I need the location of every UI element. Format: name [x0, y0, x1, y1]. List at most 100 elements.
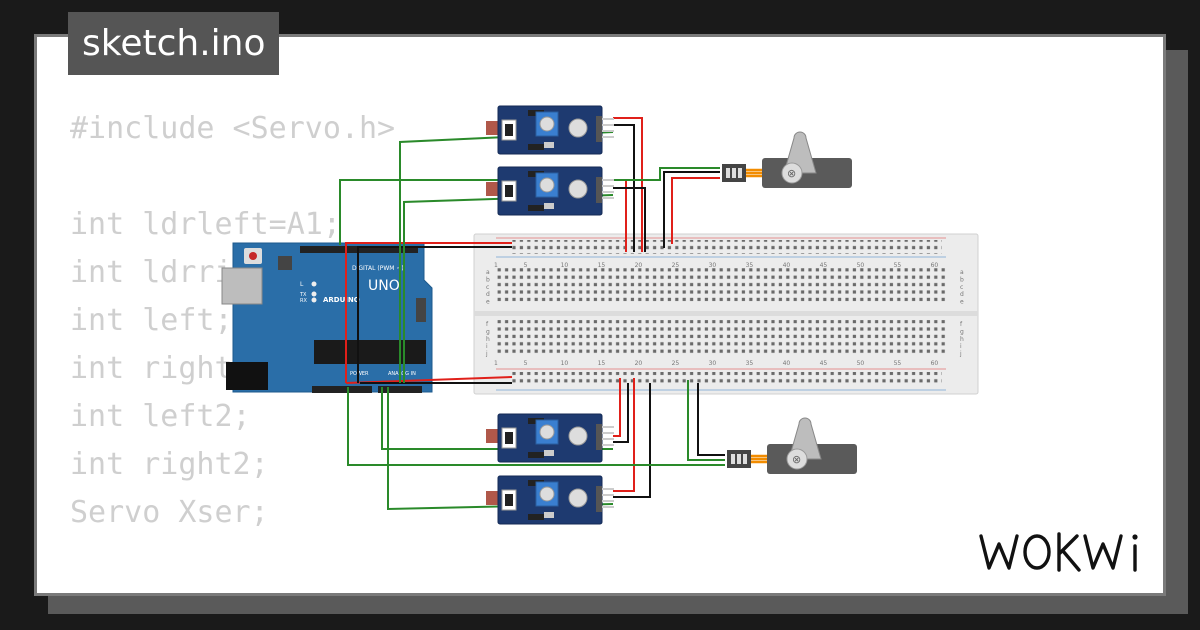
breadboard-row-letter: b: [960, 276, 964, 283]
breadboard-row-letter: a: [960, 269, 964, 276]
breadboard-column-number: 10: [561, 262, 569, 269]
breadboard-column-number: 25: [672, 360, 680, 367]
breadboard-column-number: 15: [598, 262, 606, 269]
breadboard-row-letter: d: [960, 291, 964, 298]
breadboard-row-letter: c: [486, 284, 489, 291]
code-line: int left2;: [70, 399, 251, 434]
wire-gnd-to-rail: [357, 246, 512, 383]
breadboard-row-letter: j: [485, 351, 488, 358]
breadboard-row-letter: a: [486, 269, 490, 276]
sensor-chip-icon: [568, 488, 588, 508]
led-rx-icon: [311, 297, 317, 303]
ldr-sensor-module[interactable]: [486, 166, 614, 216]
icsp2-header: [416, 298, 426, 322]
file-name-tab[interactable]: sketch.ino: [68, 12, 280, 75]
breadboard-column-number: 50: [857, 262, 865, 269]
power-jack: [226, 362, 268, 390]
breadboard-column-number: 15: [598, 360, 606, 367]
breadboard-row-letter: e: [486, 299, 490, 306]
code-line: Servo Xser;: [70, 495, 269, 530]
ldr-sensor-module[interactable]: [486, 105, 614, 155]
breadboard-column-number: 5: [524, 262, 528, 269]
breadboard-column-number: 40: [783, 360, 791, 367]
wire-signal-servo2: [347, 387, 725, 466]
breadboard-column-number: 20: [635, 262, 643, 269]
breadboard-column-number: 50: [857, 360, 865, 367]
breadboard-row-letter: h: [486, 336, 490, 343]
svg-text:⊗: ⊗: [792, 453, 801, 466]
breadboard-column-number: 55: [894, 262, 902, 269]
wire-gnd-servo2: [697, 383, 725, 456]
led-tx-label: TX: [299, 292, 307, 298]
photoresistor-icon: [486, 491, 498, 505]
led-rx-label: RX: [300, 298, 307, 304]
photoresistor-icon: [486, 429, 498, 443]
digital-header-label: DIGITAL (PWM ~): [352, 265, 404, 272]
sensor-chip-icon: [568, 426, 588, 446]
breadboard-row-letter: f: [486, 321, 489, 328]
microcontroller-chip: [314, 340, 426, 364]
breadboard-row-letter: d: [486, 291, 490, 298]
breadboard-row-letter: j: [959, 351, 962, 358]
led-l-icon: [311, 281, 317, 287]
wire-5v-to-rail: [345, 242, 512, 383]
breadboard-column-number: 10: [561, 360, 569, 367]
sensor-chip-icon: [568, 179, 588, 199]
wire-gnd-ldr3: [613, 383, 629, 443]
wire-gnd-servo1: [663, 171, 720, 248]
code-line: int right2;: [70, 447, 269, 482]
code-line: int left;: [70, 303, 233, 338]
breadboard-row-letter: i: [960, 343, 962, 350]
breadboard-row-letter: c: [960, 284, 963, 291]
usb-port: [221, 267, 263, 305]
analog-header: [378, 386, 422, 393]
breadboard-row-letter: e: [960, 299, 964, 306]
power-header-label: POWER: [350, 371, 369, 377]
brand-label: ARDUINO: [323, 296, 360, 304]
breadboard-row-letter: h: [960, 336, 964, 343]
sensor-chip-icon: [568, 118, 588, 138]
led-l-label: L: [300, 281, 304, 288]
wire-power-servo1: [671, 177, 720, 244]
ldr-sensor-module[interactable]: [486, 475, 614, 525]
breadboard-column-number: 60: [931, 360, 939, 367]
breadboard-column-number: 40: [783, 262, 791, 269]
breadboard-column-number: 35: [746, 360, 754, 367]
breadboard-column-number: 1: [494, 360, 498, 367]
breadboard-column-number: 35: [746, 262, 754, 269]
code-line: void setup(){: [70, 585, 395, 593]
breadboard-column-number: 30: [709, 360, 717, 367]
breadboard-column-number: 1: [494, 262, 498, 269]
breadboard-row-letter: g: [486, 328, 490, 335]
wire-power-ldr1: [613, 117, 643, 252]
power-header: [312, 386, 372, 393]
analog-header-label: ANALOG IN: [388, 371, 416, 377]
breadboard-column-number: 55: [894, 360, 902, 367]
breadboard-row-letter: b: [486, 276, 490, 283]
ldr-sensor-module[interactable]: [486, 413, 614, 463]
wire-gnd-ldr2: [613, 187, 646, 252]
wire-power-ldr4: [613, 378, 635, 492]
breadboard-column-number: 25: [672, 262, 680, 269]
breadboard-column-number: 5: [524, 360, 528, 367]
breadboard-row-letter: g: [960, 328, 964, 335]
wire-signal-servo1: [339, 167, 720, 245]
wokwi-logo: [979, 532, 1138, 572]
breadboard-column-number: 45: [820, 262, 828, 269]
code-line: #include <Servo.h>: [70, 111, 396, 146]
wire-gnd-ldr1: [613, 124, 635, 252]
breadboard-row-letter: i: [486, 343, 488, 350]
icsp-header: [278, 256, 292, 270]
svg-text:⊗: ⊗: [787, 167, 796, 180]
servo-2[interactable]: ⊗: [727, 417, 857, 474]
photoresistor-icon: [486, 182, 498, 196]
breadboard-column-number: 30: [709, 262, 717, 269]
servo-1[interactable]: ⊗: [722, 131, 852, 188]
wire-vcc-servo2: [687, 380, 725, 461]
code-line: int ldrleft=A1;: [70, 207, 341, 242]
breadboard-column-number: 60: [931, 262, 939, 269]
wire-power-ldr3: [613, 378, 621, 437]
breadboard-row-letter: f: [960, 321, 963, 328]
